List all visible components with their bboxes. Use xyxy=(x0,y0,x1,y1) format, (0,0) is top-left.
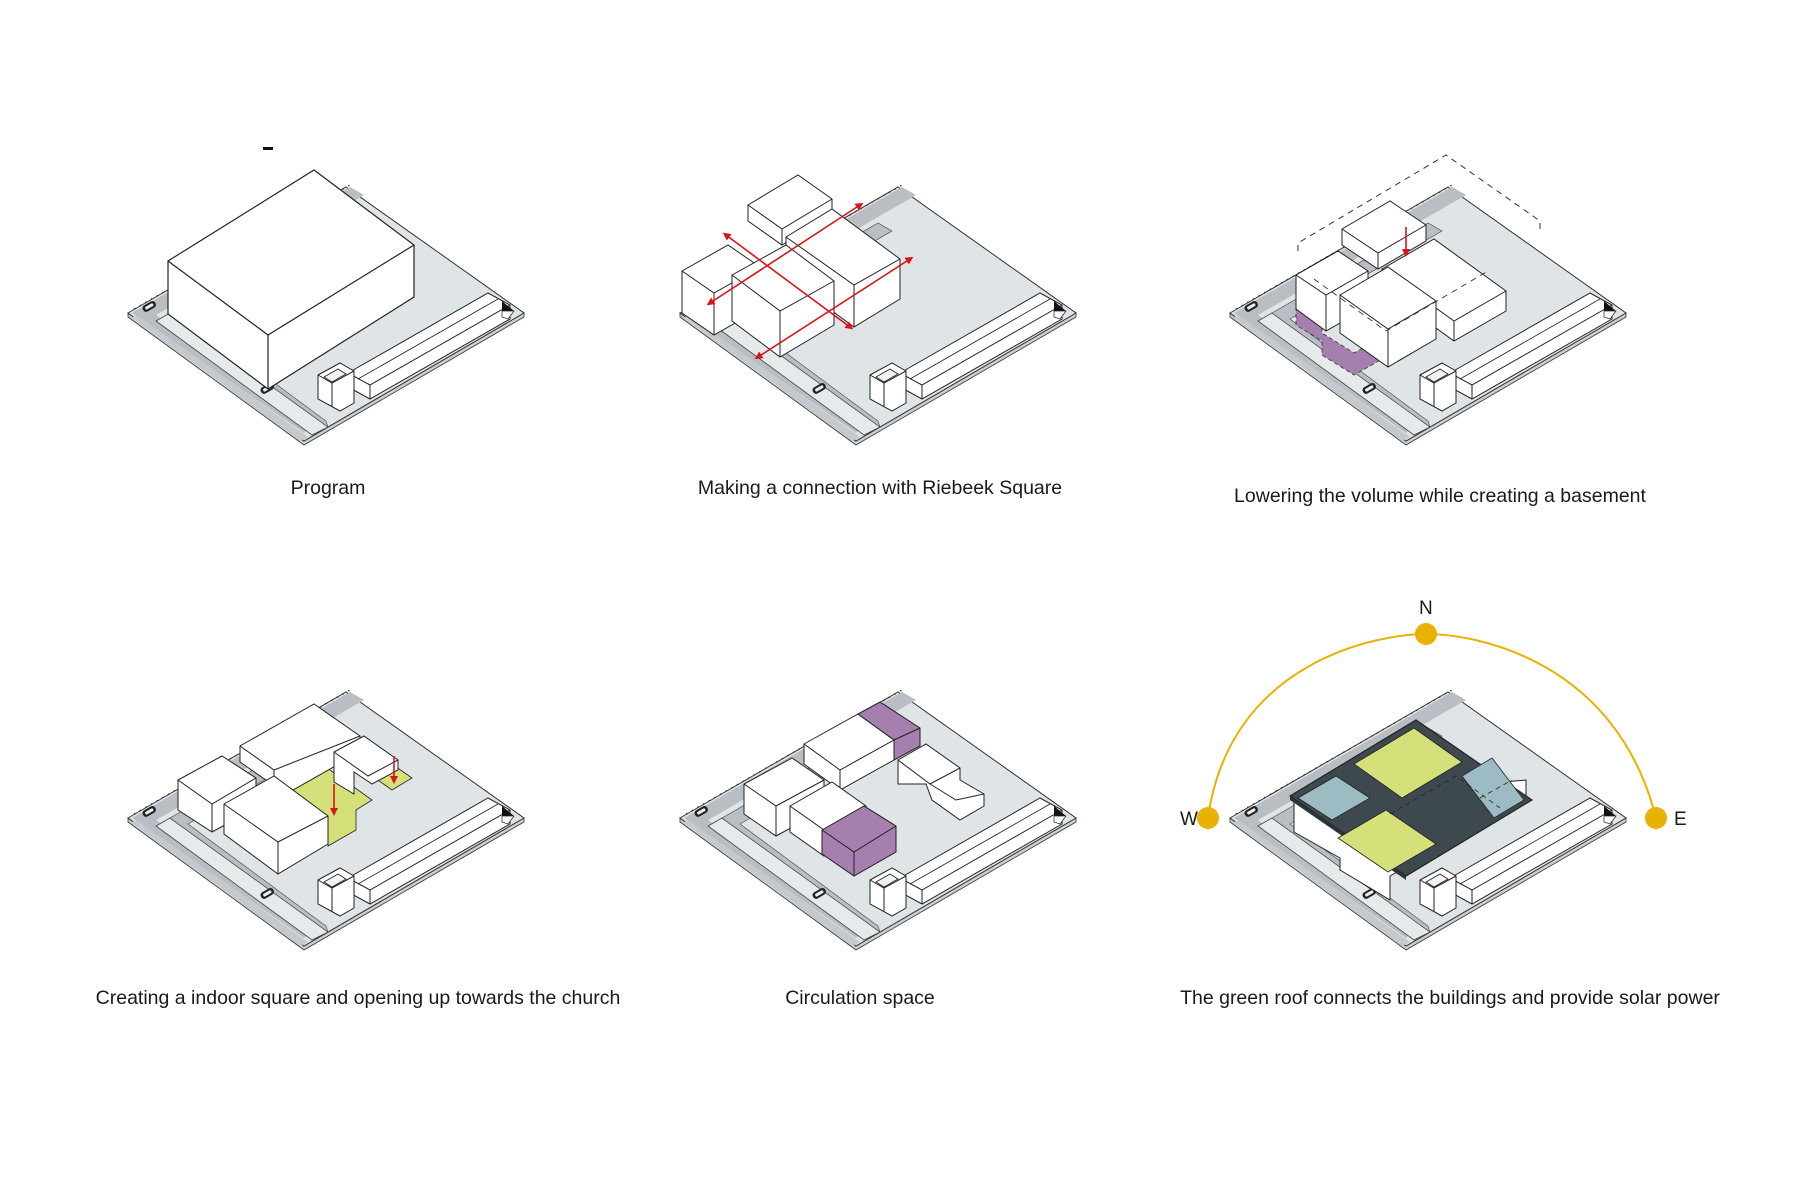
sun-east-icon xyxy=(1645,807,1667,829)
connection-diagram xyxy=(679,174,1077,446)
caption-program: Program xyxy=(290,477,366,499)
panel-connection: Making a connection with Riebeek Square xyxy=(679,174,1240,695)
lowering-diagram xyxy=(1229,154,1627,446)
program-diagram xyxy=(127,169,525,446)
caption-indoor-square: Creating a indoor square and opening up … xyxy=(95,987,621,1009)
green-roof-diagram: W N E xyxy=(1180,598,1687,951)
panel-lowering: Lowering the volume while creating a bas… xyxy=(1229,154,1790,695)
caption-lowering: Lowering the volume while creating a bas… xyxy=(1234,485,1646,507)
compass-north-label: N xyxy=(1419,598,1433,619)
sun-north-icon xyxy=(1415,623,1437,645)
caption-green-roof: The green roof connects the buildings an… xyxy=(1180,987,1720,1009)
panel-program: Program xyxy=(127,169,688,695)
compass-west-label: W xyxy=(1180,809,1198,830)
indoor-square-diagram xyxy=(127,689,525,951)
panel-indoor-square: Creating a indoor square and opening up … xyxy=(96,680,688,1200)
panel-green-roof: W N E The green roof connects the buildi… xyxy=(1180,598,1790,1200)
caption-connection: Making a connection with Riebeek Square xyxy=(697,477,1063,499)
sun-west-icon xyxy=(1197,807,1219,829)
caption-circulation: Circulation space xyxy=(785,987,935,1009)
stray-mark xyxy=(263,147,273,150)
arrow-connection-3 xyxy=(722,232,854,330)
panel-circulation: Circulation space xyxy=(679,680,1240,1200)
circulation-diagram xyxy=(679,689,1077,951)
compass-east-label: E xyxy=(1674,809,1687,830)
